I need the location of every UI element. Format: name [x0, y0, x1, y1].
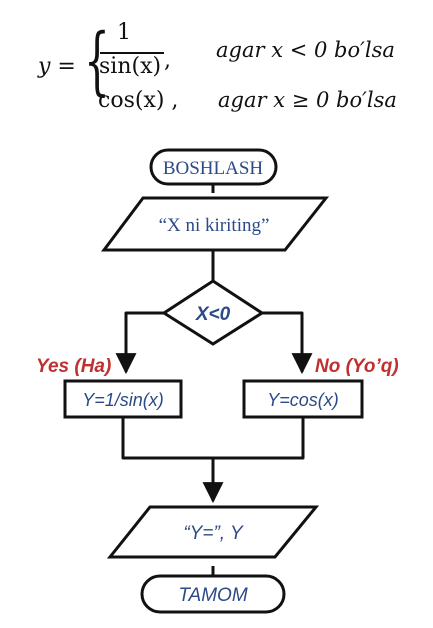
end-terminal: [140, 574, 286, 614]
no-process-label: Y=cos(x): [267, 390, 339, 410]
fraction-bar: [100, 52, 164, 54]
end-label: TAMOM: [178, 585, 247, 606]
formula-denominator: sin(x): [99, 54, 162, 79]
output-parallelogram: [106, 505, 320, 559]
formula-numerator: 1: [117, 20, 131, 45]
no-branch-label: No (Yo’q): [315, 356, 399, 377]
formula-condition-1: agar x < 0 bo′lsa: [216, 38, 395, 62]
formula-lhs: y =: [38, 54, 76, 79]
connector-no-branch: [262, 311, 313, 375]
connector-merge: [121, 417, 305, 460]
formula-case2: cos(x) ,: [98, 88, 179, 113]
formula-brace: {: [84, 18, 110, 104]
yes-process-label: Y=1/sin(x): [82, 390, 164, 410]
start-label: BOSHLASH: [163, 158, 264, 179]
input-parallelogram: [101, 196, 330, 252]
yes-process-box: [63, 379, 183, 419]
formula-comma: ,: [164, 48, 171, 73]
formula-condition-2: agar x ≥ 0 bo′lsa: [218, 88, 397, 112]
start-terminal: [149, 148, 278, 186]
decision-label: X<0: [195, 304, 231, 325]
no-process-box: [242, 379, 364, 419]
input-label: “X ni kiriting”: [159, 215, 270, 236]
output-label: “Y=”, Y: [183, 523, 244, 544]
connector-yes-branch: [115, 311, 164, 375]
piecewise-formula: y = { 1 sin(x) , cos(x) , agar x < 0 bo′…: [0, 0, 433, 120]
yes-branch-label: Yes (Ha): [36, 356, 111, 377]
decision-diamond: [161, 279, 265, 346]
